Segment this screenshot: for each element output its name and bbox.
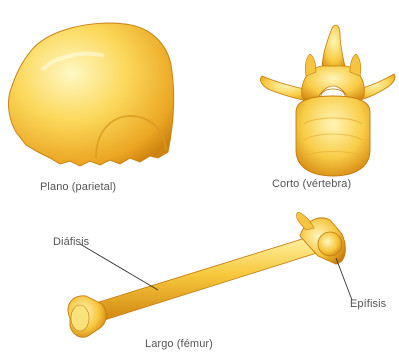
shaft-label: Diáfisis [53, 236, 89, 248]
end-label: Epífisis [350, 298, 386, 310]
end-leader-line [336, 258, 352, 300]
short-bone-label: Corto (vértebra) [272, 178, 351, 190]
short-bone-vertebra [260, 25, 395, 176]
shaft-leader-line [80, 244, 158, 290]
flat-bone-parietal [9, 23, 174, 166]
long-bone-femur [68, 212, 345, 337]
flat-bone-label: Plano (parietal) [40, 181, 116, 193]
long-bone-label: Largo (fémur) [145, 338, 213, 350]
